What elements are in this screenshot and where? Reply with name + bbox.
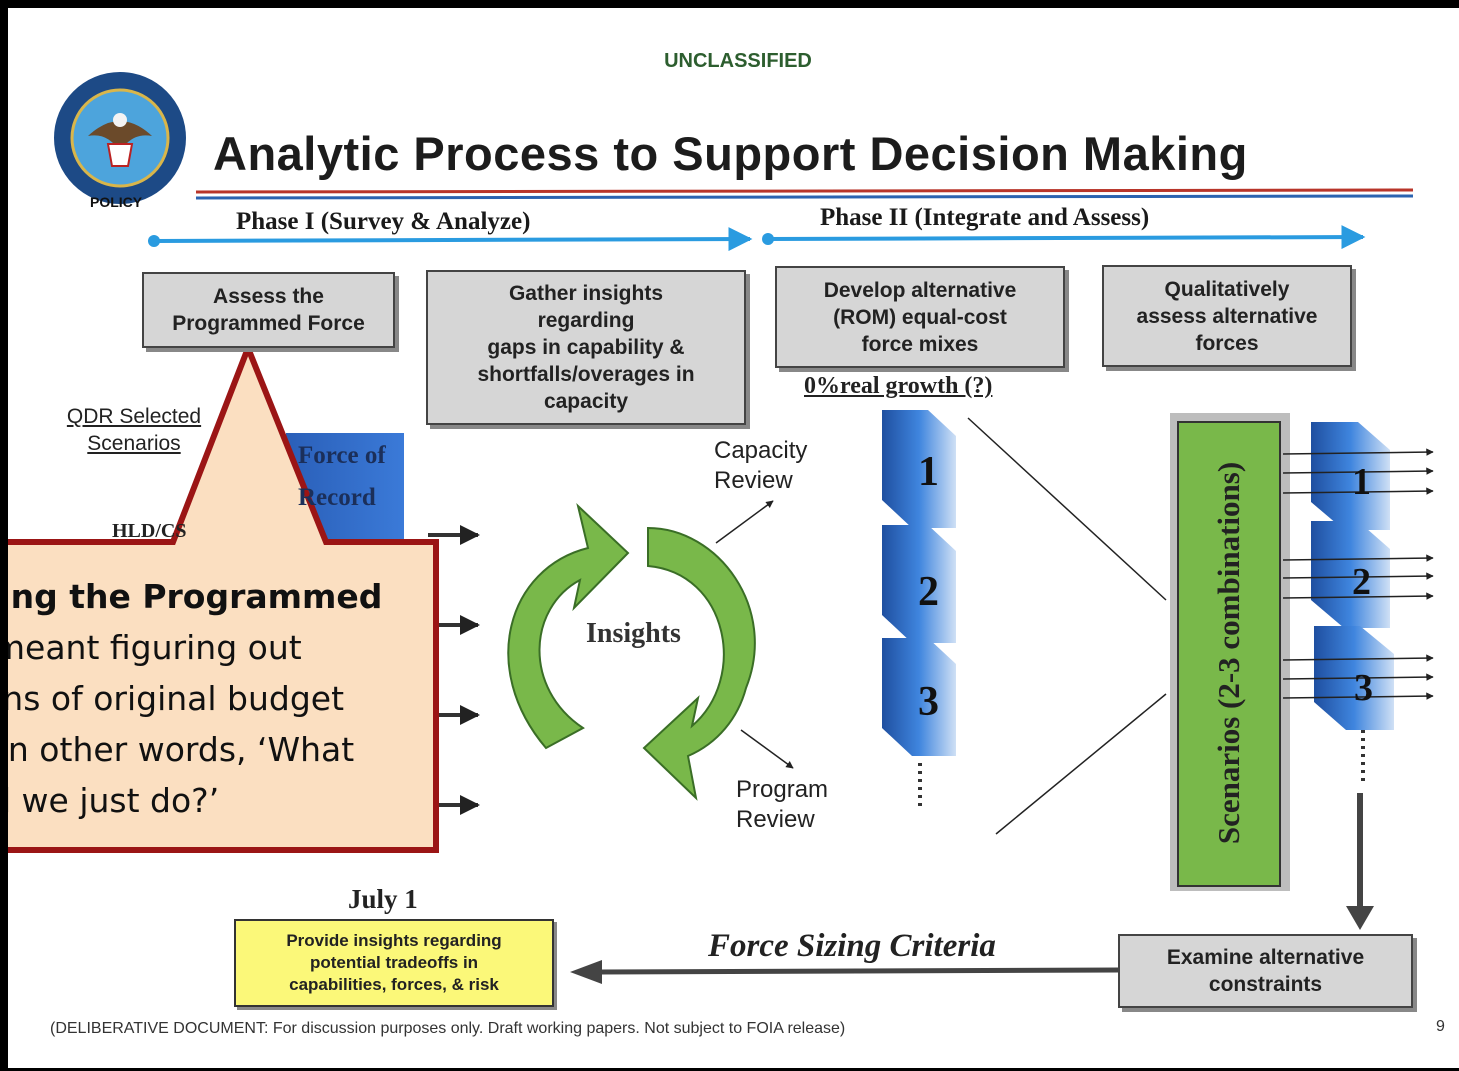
phase1-label: Phase I (Survey & Analyze)	[236, 208, 531, 235]
callout-text: ssing the Programmed e meant figuring ou…	[8, 571, 430, 826]
diagram-graphics	[8, 72, 1434, 984]
converge-line-top	[967, 417, 1167, 601]
down-arrow	[1346, 793, 1374, 930]
force-record-line2: Record	[298, 484, 376, 511]
callout-line3: tions of original budget	[8, 679, 345, 718]
force-sizing-arrow	[570, 960, 1121, 984]
capacity-review-arrow	[715, 500, 774, 544]
program-review-arrow	[740, 729, 794, 769]
callout-bubble	[8, 339, 439, 853]
callout-line5: did we just do?’	[8, 781, 220, 820]
force-sizing-label: Force Sizing Criteria	[708, 928, 996, 964]
dod-seal-icon	[54, 72, 186, 204]
scenarios-bar	[1177, 421, 1281, 887]
option-number-3: 3	[918, 679, 939, 725]
converge-line-bottom	[995, 693, 1167, 835]
growth-label: 0%real growth (?)	[804, 373, 993, 399]
callout-line1: ssing the Programmed	[8, 577, 383, 616]
qualitative-box: Qualitatively assess alternative forces	[1102, 265, 1352, 367]
develop-box: Develop alternative (ROM) equal-cost for…	[775, 266, 1065, 368]
option-number-2: 2	[918, 569, 939, 615]
seal-caption: POLICY	[90, 194, 143, 210]
scenario-number-1: 1	[1352, 461, 1371, 503]
header-rule-blue	[195, 194, 1414, 200]
july-label: July 1	[348, 884, 418, 914]
option-cubes	[882, 410, 956, 756]
scenario-number-2: 2	[1352, 561, 1371, 603]
capacity-review-label: Capacity Review	[714, 437, 808, 494]
header-rule-red	[195, 188, 1414, 194]
phase1-arrow	[148, 227, 753, 252]
gather-insights-box: Gather insights regarding gaps in capabi…	[426, 270, 746, 425]
callout-line2: meant figuring out	[8, 628, 302, 667]
provide-insights-box: Provide insights regarding potential tra…	[234, 919, 554, 1007]
qdr-label: QDR Selected Scenarios	[66, 405, 202, 455]
option-number-1: 1	[918, 449, 939, 495]
page-number: 9	[1436, 1018, 1445, 1035]
insights-label: Insights	[586, 618, 681, 649]
insights-cycle-icon	[507, 502, 756, 801]
footer-note: (DELIBERATIVE DOCUMENT: For discussion p…	[50, 1020, 846, 1037]
classification-label: UNCLASSIFIED	[664, 50, 812, 72]
examine-box: Examine alternative constraints	[1118, 934, 1413, 1008]
hld-label: HLD/CS	[112, 520, 187, 542]
callout-line4: s. In other words, ‘What	[8, 730, 355, 769]
slide: UNCLASSIFIED Analytic Process to Support…	[8, 8, 1459, 1068]
program-review-label: Program Review	[736, 776, 829, 833]
scenario-cubes	[1311, 422, 1394, 730]
scenario-number-3: 3	[1354, 667, 1373, 709]
phase2-label: Phase II (Integrate and Assess)	[820, 204, 1150, 231]
page-title: Analytic Process to Support Decision Mak…	[213, 127, 1248, 180]
scenario-arrows	[1282, 448, 1434, 700]
scenarios-label: Scenarios (2-3 combinations)	[1211, 461, 1246, 845]
assess-box: Assess the Programmed Force	[142, 272, 395, 348]
phase2-arrow	[762, 225, 1366, 250]
force-record-line1: Force of	[298, 442, 386, 469]
